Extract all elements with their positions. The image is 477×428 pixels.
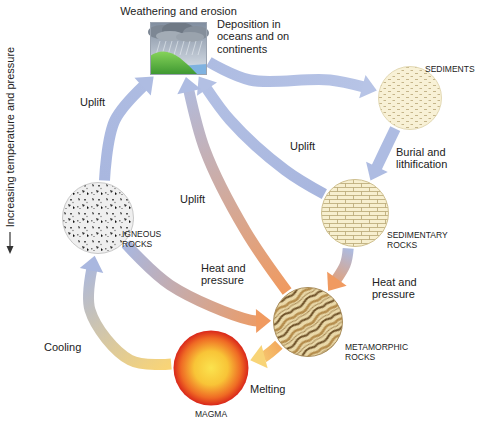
node-label: SEDIMENTS	[425, 65, 475, 75]
cycle-arrow	[327, 248, 348, 291]
cycle-arrow	[177, 77, 287, 292]
magma-circle	[174, 331, 249, 406]
illustration-box: Weathering and erosion	[150, 22, 207, 75]
cycle-arrow	[250, 345, 279, 368]
metamorphic-circle	[274, 288, 343, 357]
axis-line	[9, 232, 10, 247]
arrow-head	[177, 77, 200, 94]
arrow-body	[186, 77, 287, 292]
process-label: Uplift	[80, 96, 105, 108]
node-shape	[173, 330, 249, 406]
hill	[150, 51, 198, 75]
rock-circle: MAGMA	[173, 330, 249, 406]
arrow-body	[126, 244, 271, 321]
process-label: Heat and pressure	[201, 262, 253, 287]
cycle-arrow	[126, 244, 271, 333]
arrow-head	[327, 272, 347, 291]
rock-circle: IGNEOUS ROCKS	[62, 182, 134, 254]
rock-circle: SEDIMENTARY ROCKS	[321, 179, 389, 247]
cycle-arrow	[209, 62, 377, 98]
rain	[192, 41, 196, 55]
node-label: METAMORPHIC ROCKS	[345, 343, 415, 363]
process-label: Burial and lithification	[396, 146, 458, 171]
process-label: Heat and pressure	[372, 276, 424, 301]
rock-circle: METAMORPHIC ROCKS	[273, 287, 343, 357]
node-label: SEDIMENTARY ROCKS	[387, 231, 457, 251]
process-label: Uplift	[180, 193, 205, 205]
node-label: MAGMA	[161, 410, 261, 420]
sedimentary-circle	[322, 180, 389, 247]
node-shape	[150, 22, 207, 75]
process-label: Melting	[250, 383, 285, 395]
sediment-circle	[379, 67, 442, 130]
cycle-arrow	[104, 76, 153, 180]
node-shape	[321, 179, 389, 247]
cloud	[176, 32, 204, 42]
node-label: IGNEOUS ROCKS	[122, 230, 176, 250]
arrow-head	[80, 256, 103, 273]
arrow-body	[209, 62, 377, 91]
arrow-head	[366, 162, 388, 181]
arrow-head	[197, 77, 217, 96]
rain	[198, 41, 202, 55]
axis-label: Increasing temperature and pressure	[3, 37, 17, 237]
arrow-head	[134, 76, 153, 95]
arrow-head	[256, 309, 271, 333]
process-label: Deposition in oceans and on continents	[217, 18, 295, 55]
process-label: Uplift	[290, 140, 315, 152]
rain	[186, 41, 190, 55]
cycle-arrow	[366, 129, 395, 181]
axis-arrow-head	[7, 246, 14, 254]
arrow-head	[250, 345, 267, 368]
rain	[180, 41, 184, 55]
box-border	[151, 23, 207, 75]
rain	[174, 41, 178, 55]
arrow-head	[359, 75, 377, 98]
rock-circle: SEDIMENTS	[378, 66, 442, 130]
arrow-body	[104, 76, 153, 180]
node-shape	[378, 66, 442, 130]
node-shape	[273, 287, 343, 357]
process-label: Cooling	[44, 341, 81, 353]
node-label: Weathering and erosion	[108, 5, 249, 18]
